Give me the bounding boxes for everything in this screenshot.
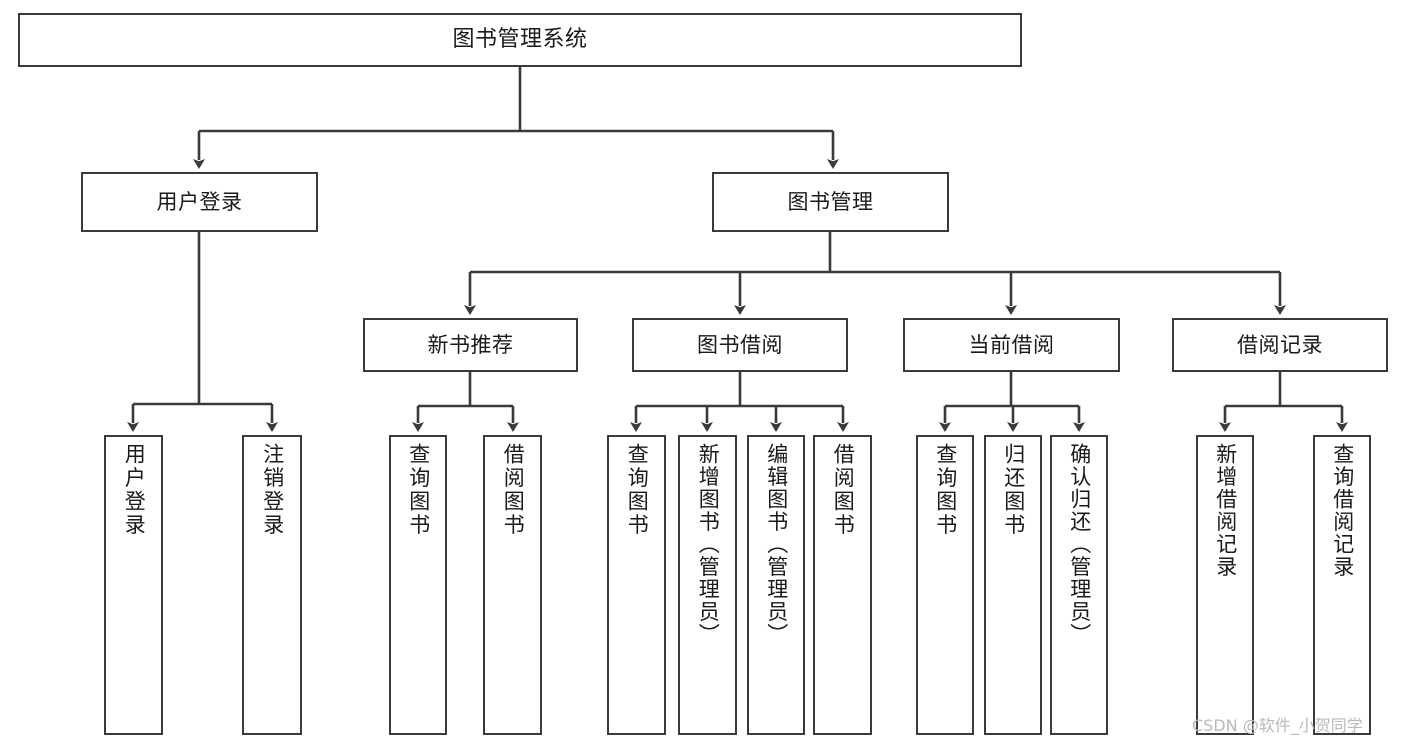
node-new-book-recommendation[interactable]: 新书推荐 xyxy=(363,318,578,372)
node-borrowing-record[interactable]: 借阅记录 xyxy=(1172,318,1388,372)
node-label: 新书推荐 xyxy=(427,332,514,357)
node-label: 确认归还（管理员） xyxy=(1067,443,1092,646)
node-book-management[interactable]: 图书管理 xyxy=(712,172,949,232)
node-book-borrowing[interactable]: 图书借阅 xyxy=(632,318,848,372)
node-label: 查询图书 xyxy=(933,443,958,537)
node-label: 注销登录 xyxy=(260,443,285,537)
leaf-query-book-current[interactable]: 查询图书 xyxy=(916,435,974,735)
node-label: 借阅图书 xyxy=(501,443,526,537)
node-label: 借阅图书 xyxy=(831,443,856,537)
node-label: 查询借阅记录 xyxy=(1330,443,1355,578)
leaf-add-borrowing-record[interactable]: 新增借阅记录 xyxy=(1196,435,1254,735)
leaf-borrow-book-recommendation[interactable]: 借阅图书 xyxy=(483,435,542,735)
leaf-query-book-recommendation[interactable]: 查询图书 xyxy=(389,435,447,735)
leaf-query-borrowing-record[interactable]: 查询借阅记录 xyxy=(1313,435,1371,735)
node-label: 借阅记录 xyxy=(1237,332,1323,357)
node-label: 新增借阅记录 xyxy=(1213,443,1238,578)
node-label: 当前借阅 xyxy=(968,332,1055,357)
leaf-logout-login[interactable]: 注销登录 xyxy=(242,435,302,735)
node-label: 图书管理系统 xyxy=(452,27,588,53)
watermark: CSDN @软件_小贺同学 xyxy=(1192,716,1363,735)
node-label: 用户登录 xyxy=(122,443,147,537)
node-user-login[interactable]: 用户登录 xyxy=(81,172,318,232)
leaf-user-login[interactable]: 用户登录 xyxy=(104,435,163,735)
node-current-borrowing[interactable]: 当前借阅 xyxy=(903,318,1120,372)
leaf-add-book-admin[interactable]: 新增图书（管理员） xyxy=(678,435,737,735)
node-label: 图书管理 xyxy=(787,189,874,214)
leaf-return-book[interactable]: 归还图书 xyxy=(984,435,1042,735)
leaf-query-book-borrowing[interactable]: 查询图书 xyxy=(607,435,666,735)
node-label: 归还图书 xyxy=(1001,443,1026,537)
node-label: 查询图书 xyxy=(406,443,431,537)
leaf-borrow-book-borrowing[interactable]: 借阅图书 xyxy=(813,435,872,735)
node-label: 查询图书 xyxy=(625,443,650,537)
node-label: 用户登录 xyxy=(156,189,243,214)
node-label: 编辑图书（管理员） xyxy=(764,443,789,646)
node-label: 图书借阅 xyxy=(697,332,783,357)
leaf-edit-book-admin[interactable]: 编辑图书（管理员） xyxy=(747,435,805,735)
node-root-book-management-system[interactable]: 图书管理系统 xyxy=(18,13,1022,67)
node-label: 新增图书（管理员） xyxy=(696,443,721,646)
leaf-confirm-return-admin[interactable]: 确认归还（管理员） xyxy=(1050,435,1108,735)
